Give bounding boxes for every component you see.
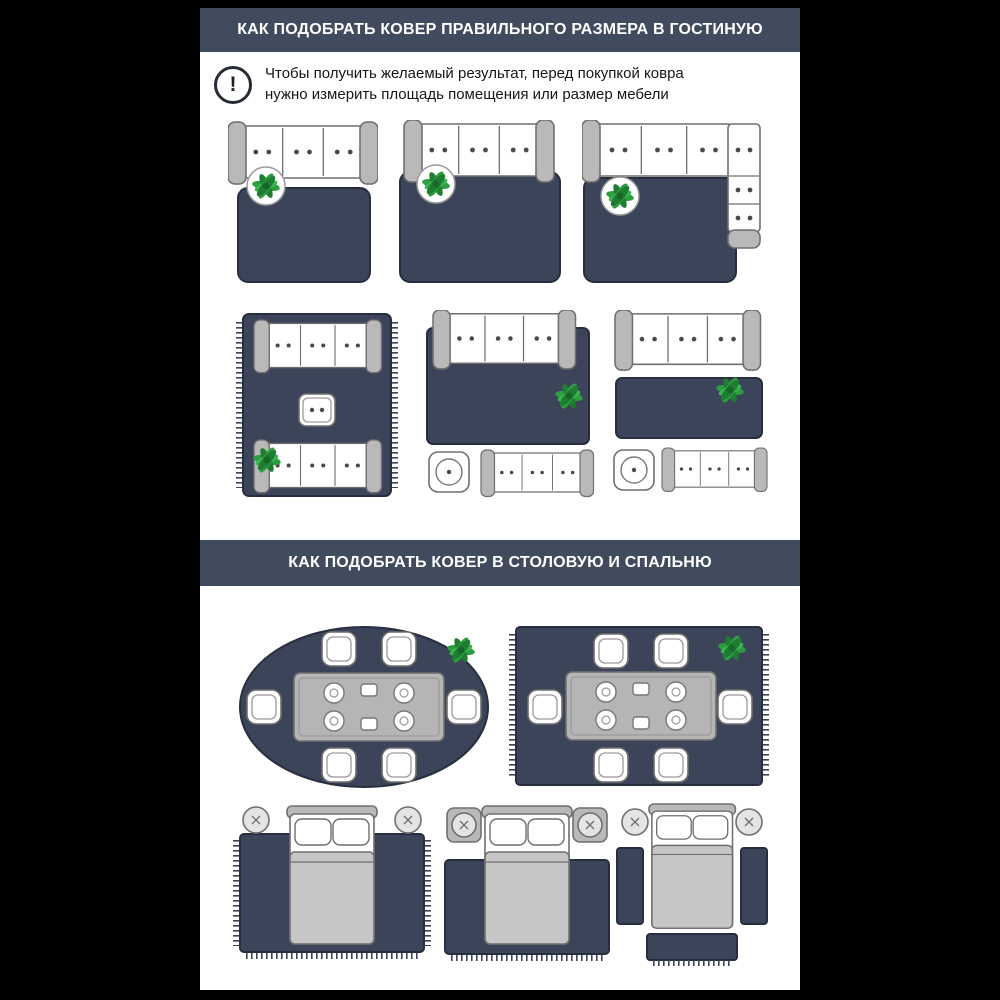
nightstand: [394, 806, 422, 834]
side-table: [613, 449, 655, 491]
chair: [527, 689, 563, 725]
sofa: [480, 449, 595, 498]
warning-mark: !: [229, 72, 237, 96]
chair: [653, 747, 689, 783]
dining-table: [565, 671, 717, 741]
diagram-all-furniture-on-large-rug: [236, 313, 398, 497]
diagram-rug-in-front-of-sofa: [228, 121, 378, 283]
plant-icon: [601, 177, 639, 215]
plant-icon: [247, 167, 285, 205]
nightstand: [572, 807, 608, 843]
nightstand: [735, 808, 763, 836]
chair: [653, 633, 689, 669]
dining-bedroom-section-header: КАК ПОДОБРАТЬ КОВЕР В СТОЛОВУЮ И СПАЛЬНЮ: [200, 540, 800, 586]
diagram-rug-under-lower-bed: [444, 805, 610, 961]
bed: [286, 805, 378, 945]
warning-icon: !: [214, 65, 252, 104]
chair: [593, 747, 629, 783]
chair: [321, 631, 357, 667]
foot-rug: [646, 933, 738, 961]
plant-icon: [417, 165, 455, 203]
diagram-rect-rug-dining: [509, 626, 769, 786]
diagram-small-rug-furniture-off: [613, 310, 768, 492]
sofa: [614, 310, 762, 371]
chair: [381, 631, 417, 667]
diagram-oval-rug-dining: [239, 626, 489, 788]
runner-rug: [616, 847, 644, 925]
nightstand: [242, 806, 270, 834]
chair: [381, 747, 417, 783]
dining-table: [293, 672, 445, 742]
runner-rug: [740, 847, 768, 925]
content-panel: КАК ПОДОБРАТЬ КОВЕР ПРАВИЛЬНОГО РАЗМЕРА …: [200, 8, 800, 990]
side-table: [428, 451, 470, 493]
bed: [481, 805, 573, 945]
measure-note: ! Чтобы получить желаемый результат, пер…: [214, 64, 684, 105]
living-room-section-title: КАК ПОДОБРАТЬ КОВЕР ПРАВИЛЬНОГО РАЗМЕРА …: [237, 21, 763, 38]
dining-bedroom-section-title: КАК ПОДОБРАТЬ КОВЕР В СТОЛОВУЮ И СПАЛЬНЮ: [288, 554, 712, 571]
sofa: [661, 447, 768, 492]
bed: [648, 803, 737, 929]
chair: [321, 747, 357, 783]
nightstand: [621, 808, 649, 836]
diagram-corner-sofa-on-rug: [582, 120, 761, 283]
sofa: [432, 310, 577, 370]
diagram-front-legs-on-medium-rug: [426, 310, 595, 498]
rug: [237, 187, 371, 283]
measure-note-text: Чтобы получить желаемый результат, перед…: [265, 65, 684, 103]
diagram-bed-fully-on-rug: [233, 805, 431, 959]
chair: [717, 689, 753, 725]
chair: [446, 689, 482, 725]
living-room-section-header: КАК ПОДОБРАТЬ КОВЕР ПРАВИЛЬНОГО РАЗМЕРА …: [200, 8, 800, 52]
coffee-table: [298, 393, 336, 427]
nightstand: [446, 807, 482, 843]
corner-sofa: [582, 120, 761, 249]
diagram-sofa-front-legs-on-rug: [399, 120, 561, 283]
chair: [593, 633, 629, 669]
diagram-runner-rugs-around-bed: [616, 803, 768, 966]
sofa: [253, 319, 383, 374]
chair: [246, 689, 282, 725]
